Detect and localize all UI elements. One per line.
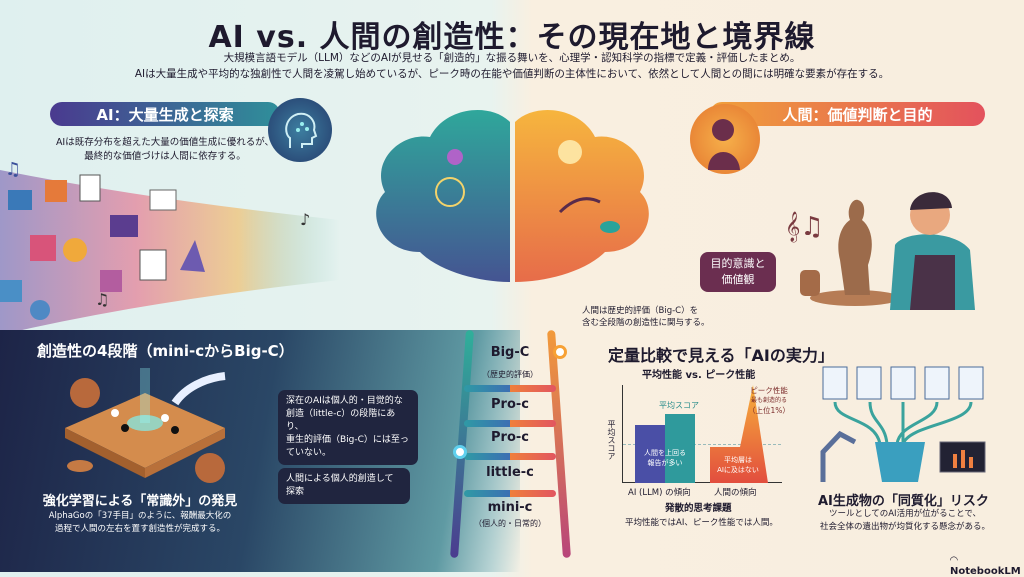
compare-heading: 定量比較で見える「AIの実力」 [608, 346, 834, 365]
human-distribution [710, 385, 768, 483]
homog-desc: ツールとしてのAI活用が位がることで、社会全体の遺出物が均質化する懸念がある。 [819, 509, 990, 532]
ai-banner: AI：大量生成と探索 [50, 102, 280, 126]
ai-level-marker [453, 445, 467, 459]
human-level-marker [553, 345, 567, 359]
ai-average-bar [635, 425, 665, 483]
ai-stage-callout: 深在のAIは個人的・目觉的な創造（little-c）の段階にあり、重生的評価（B… [278, 390, 418, 465]
purpose-value-bubble: 目的意識と価値観 [700, 252, 776, 292]
ai-desc: AIは既存分布を超えた大量の価値生成に優れるが、最終的な価値づけは人間に依存する… [55, 137, 275, 162]
avg-score-label: 平均スコア [659, 401, 699, 410]
stage-pro-c-1: Pro-c [491, 397, 529, 412]
stages-heading: 創造性の4段階（mini-cからBig-C） [37, 342, 294, 360]
stages-panel [0, 330, 520, 572]
svg-text:♫: ♫ [95, 290, 109, 309]
svg-text:♫: ♫ [5, 160, 21, 180]
alphago-desc: AlphaGoの「37手目」のように、報酬最大化の過程で人間の左右を置す創造性が… [48, 511, 232, 534]
svg-text:𝄞♫: 𝄞♫ [785, 211, 824, 243]
notebooklm-icon: ◠ [950, 555, 958, 566]
stage-big-c-sub: （歴史的評価） [482, 370, 538, 379]
notebooklm-brand: ◠ NotebookLM [950, 555, 1021, 577]
chart-ylabel: 平均スコア [607, 420, 616, 460]
ai-bar-note: 人間を上回る報告が多い [644, 449, 686, 467]
stage-big-c: Big-C [490, 345, 530, 360]
homogenization-illustration [820, 366, 986, 482]
chart-xlabel: 発散的思考課題 [665, 503, 732, 514]
subtitle-line-2: AIは大量生成や平均的な独創性で人間を凌駕し始めているが、ピーク時の在能や価値判… [134, 68, 890, 80]
creativity-ladder: Big-C （歴史的評価） Pro-c Pro-c little-c mini-… [450, 325, 580, 570]
brain-illustration [376, 110, 649, 332]
peak-label: ピーク性能最も創造的る（上位1%） [748, 386, 790, 415]
ai-average-score-bar [665, 414, 695, 483]
ai-head-icon [268, 98, 332, 162]
go-board-illustration [65, 368, 226, 483]
human-banner: 人間：価値判断と目的 [710, 102, 985, 126]
ai-media-collage: ♫ ♪ ♫ [0, 160, 340, 335]
human-thinking-icon [690, 104, 760, 174]
human-stage-note: 人間は歴史的評価（Big-C）を含む全段階の創造性に関与する。 [582, 306, 710, 328]
page-title: AI vs. 人間の創造性：その現在地と境界線 [208, 20, 816, 55]
subtitle-line-1: 大規模言語モデル（LLM）などのAIが見せる「創造的」な振る舞いを、心理学・認知… [223, 52, 801, 64]
stage-little-c: little-c [486, 465, 534, 480]
homog-heading: AI生成物の「同質化」リスク [818, 494, 989, 509]
stage-mini-c: mini-c [487, 500, 533, 515]
chart-caption: 平均性能ではAI、ピーク性能では人間。 [625, 518, 778, 528]
svg-text:♪: ♪ [300, 210, 310, 229]
stage-mini-c-sub: （個人的・日常的） [474, 519, 546, 528]
human-exploration-callout: 人間による個人的創造して探索 [278, 468, 410, 504]
sculptor-illustration: 𝄞♫ [785, 192, 975, 310]
category-human: 人間の傾向 [714, 488, 757, 498]
alphago-heading: 強化学習による「常識外」の発見 [42, 494, 238, 509]
chart-title: 平均性能 vs. ピーク性能 [642, 370, 756, 381]
category-ai: AI (LLM) の傾向 [628, 488, 691, 498]
stage-pro-c-2: Pro-c [491, 430, 529, 445]
